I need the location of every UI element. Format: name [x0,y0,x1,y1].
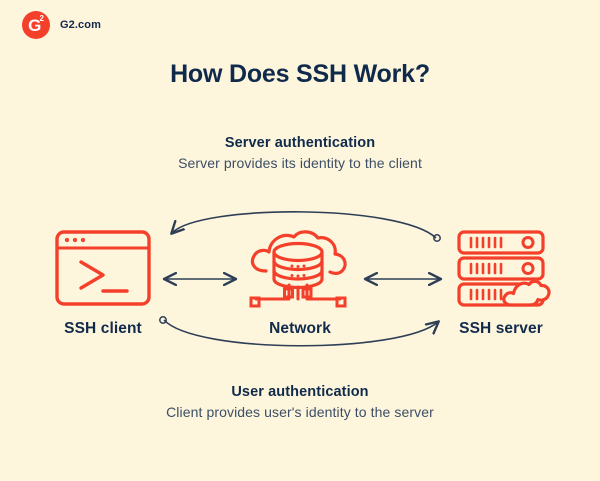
cloud-database-network-icon [225,228,375,308]
node-ssh-server-label: SSH server [459,320,543,337]
server-authentication-title: Server authentication [224,135,376,151]
node-ssh-server[interactable]: SSH server [426,228,576,338]
node-network[interactable]: Network [225,228,375,338]
user-authentication-caption: User authentication Client provides user… [0,384,600,420]
server-authentication-caption: Server authentication Server provides it… [0,135,600,171]
node-ssh-client-label: SSH client [64,320,142,337]
server-authentication-subtitle: Server provides its identity to the clie… [178,155,422,171]
g2-logo-icon: G 2 [22,11,50,39]
brand-logo[interactable]: G 2 G2.com [22,11,101,39]
g2-logo-superscript: 2 [39,14,44,23]
page-title: How Does SSH Work? [170,60,430,88]
node-ssh-client[interactable]: SSH client [28,228,178,338]
server-rack-cloud-icon [426,228,576,308]
node-network-label: Network [269,320,331,337]
user-authentication-subtitle: Client provides user's identity to the s… [166,404,434,420]
terminal-window-icon [28,228,178,308]
user-authentication-title: User authentication [231,384,369,400]
g2-logo-letter: G [28,15,41,35]
brand-name: G2.com [60,19,101,31]
